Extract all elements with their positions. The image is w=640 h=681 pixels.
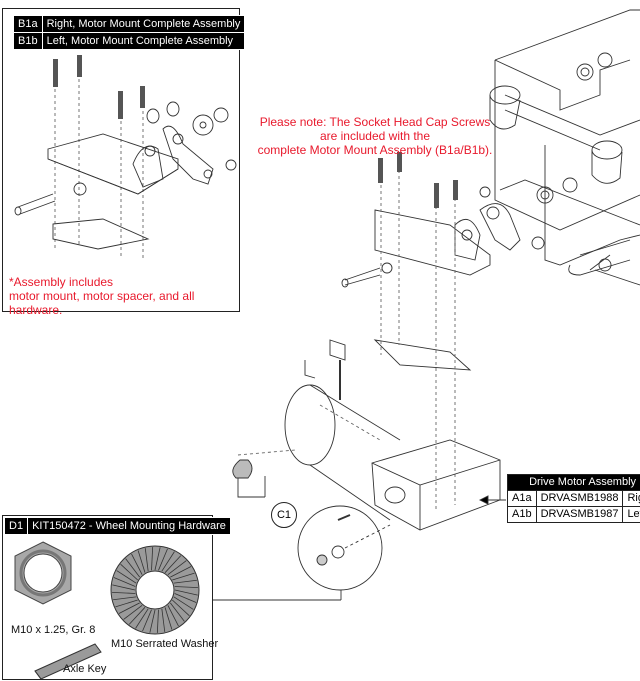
hex-nut-icon bbox=[14, 541, 72, 605]
part-code: B1a bbox=[13, 15, 43, 33]
nut-label: M10 x 1.25, Gr. 8 bbox=[11, 624, 96, 636]
table-row: A1b DRVASMB1987 Left bbox=[507, 506, 640, 523]
part-description: Left, Motor Mount Complete Assembly bbox=[41, 32, 246, 50]
washer-tooth bbox=[167, 560, 187, 575]
washer-tooth bbox=[149, 609, 156, 633]
wheel-kit-header: D1 KIT150472 - Wheel Mounting Hardware bbox=[3, 517, 231, 535]
note-line: Please note: The Socket Head Cap Screws bbox=[259, 115, 491, 129]
washer-tooth bbox=[113, 577, 136, 587]
washer-tooth bbox=[151, 547, 154, 571]
kit-title: KIT150472 - Wheel Mounting Hardware bbox=[27, 517, 231, 535]
motor-mount-center bbox=[341, 186, 545, 371]
table-row: A1a DRVASMB1988 Right bbox=[507, 490, 640, 507]
assembly-includes-note: *Assembly includes motor mount, motor sp… bbox=[9, 275, 239, 317]
washer-tooth bbox=[112, 591, 136, 594]
callout-c1: C1 bbox=[271, 502, 297, 528]
washer-tooth bbox=[142, 609, 152, 632]
part-number: DRVASMB1987 bbox=[535, 506, 624, 523]
washer-tooth bbox=[116, 570, 137, 584]
washer-tooth bbox=[172, 572, 195, 581]
table-row: B1b Left, Motor Mount Complete Assembly bbox=[13, 32, 246, 50]
washer-label: M10 Serrated Washer bbox=[111, 638, 219, 650]
note-line: complete Motor Mount Assembly (B1a/B1b). bbox=[257, 143, 493, 157]
part-side: Right bbox=[622, 490, 640, 507]
socket-screw-note: Please note: The Socket Head Cap Screws … bbox=[255, 115, 495, 157]
axle-key-label: Axle Key bbox=[63, 663, 107, 675]
washer-tooth bbox=[123, 605, 143, 620]
washer-tooth bbox=[164, 555, 182, 573]
washer-tooth bbox=[164, 607, 173, 630]
part-code: B1b bbox=[13, 32, 43, 50]
washer-tooth bbox=[158, 548, 168, 571]
washer-tooth bbox=[128, 607, 146, 625]
washer-tooth bbox=[125, 558, 140, 578]
washer-tooth bbox=[154, 547, 161, 571]
washer-tooth bbox=[112, 584, 136, 591]
part-code: A1b bbox=[507, 506, 537, 523]
washer-tooth bbox=[173, 579, 197, 584]
motor-mount-kit-box: B1a Right, Motor Mount Complete Assembly… bbox=[2, 8, 246, 317]
drive-motor-table-title: Drive Motor Assembly bbox=[506, 474, 640, 491]
part-description: Right, Motor Mount Complete Assembly bbox=[41, 15, 246, 33]
part-code: A1a bbox=[507, 490, 537, 507]
wheel-hardware-drawings bbox=[14, 541, 200, 679]
washer-tooth bbox=[172, 599, 190, 617]
washer-tooth bbox=[131, 553, 143, 575]
washer-tooth bbox=[144, 548, 149, 572]
washer-tooth bbox=[170, 566, 192, 578]
table-row: B1a Right, Motor Mount Complete Assembly bbox=[13, 15, 246, 33]
washer-tooth bbox=[161, 608, 166, 632]
wheel-mounting-hardware-box: D1 KIT150472 - Wheel Mounting Hardware M… bbox=[2, 515, 231, 680]
washer-tooth bbox=[120, 563, 138, 581]
washer-tooth bbox=[161, 551, 175, 572]
washer-tooth bbox=[174, 586, 198, 589]
note-line: motor mount, motor spacer, and all hardw… bbox=[9, 289, 195, 317]
washer-tooth bbox=[135, 608, 149, 629]
serrated-washer-icon bbox=[110, 545, 200, 635]
washer-tooth bbox=[137, 550, 146, 573]
drive-motor-assembly-table: Drive Motor Assembly A1a DRVASMB1988 Rig… bbox=[506, 474, 640, 523]
part-number: DRVASMB1988 bbox=[535, 490, 624, 507]
washer-tooth bbox=[170, 602, 185, 622]
part-side: Left bbox=[622, 506, 640, 523]
kit-code: D1 bbox=[3, 517, 29, 535]
motor-mount-exploded-view bbox=[14, 55, 237, 259]
washer-tooth bbox=[118, 602, 140, 614]
washer-tooth bbox=[167, 605, 179, 627]
chair-frame bbox=[489, 9, 640, 286]
washer-tooth bbox=[156, 609, 159, 633]
washer-tooth bbox=[113, 596, 137, 601]
washer-tooth bbox=[115, 599, 138, 608]
axle-key-icon bbox=[34, 643, 102, 679]
washer-tooth bbox=[174, 593, 197, 603]
motor-mount-parts-table: B1a Right, Motor Mount Complete Assembly… bbox=[13, 15, 246, 50]
washer-tooth bbox=[173, 596, 194, 610]
note-line: *Assembly includes bbox=[9, 275, 114, 289]
note-line: are included with the bbox=[319, 129, 431, 143]
washer-tooth bbox=[174, 589, 198, 596]
